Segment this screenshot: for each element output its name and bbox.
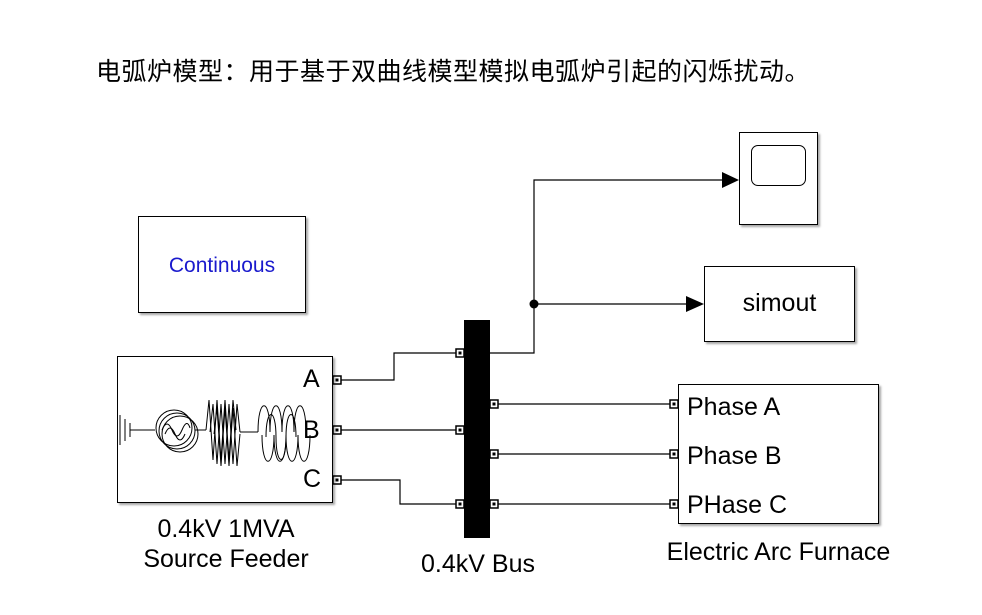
arrowhead-to-scope [722, 172, 739, 188]
source-feeder-caption: 0.4kV 1MVA Source Feeder [116, 514, 336, 574]
three-phase-source-icon [119, 399, 311, 467]
source-port-c-label: C [303, 465, 322, 493]
scope-icon [751, 145, 806, 186]
bus-bar-block[interactable] [464, 320, 490, 538]
powergui-block[interactable]: Continuous [138, 216, 306, 313]
model-description: 电弧炉模型：用于基于双曲线模型模拟电弧炉引起的闪烁扰动。 [96, 57, 811, 86]
source-port-b-label: B [303, 416, 320, 444]
source-port-a-label: A [303, 365, 320, 393]
signal-branch-point [529, 299, 539, 309]
source-feeder-caption-line2: Source Feeder [143, 545, 309, 573]
source-feeder-block[interactable]: A B C [117, 356, 333, 503]
arc-furnace-caption: Electric Arc Furnace [666, 538, 891, 566]
powergui-mode-label: Continuous [168, 254, 276, 277]
wire-source-a-bus [341, 352, 456, 381]
bus-caption: 0.4kV Bus [421, 550, 535, 578]
furnace-port-c-label: PHase C [687, 491, 788, 519]
arrowhead-to-simout [686, 296, 704, 312]
simout-label: simout [742, 289, 817, 317]
wire-source-c-bus [341, 479, 456, 505]
arc-furnace-block[interactable]: Phase A Phase B PHase C [678, 384, 879, 524]
scope-block[interactable] [739, 132, 818, 225]
source-feeder-caption-line1: 0.4kV 1MVA [157, 515, 295, 543]
furnace-port-a-label: Phase A [687, 393, 781, 421]
to-workspace-block[interactable]: simout [704, 266, 855, 342]
signal-line-bus-out [490, 179, 724, 354]
furnace-port-b-label: Phase B [687, 442, 782, 470]
